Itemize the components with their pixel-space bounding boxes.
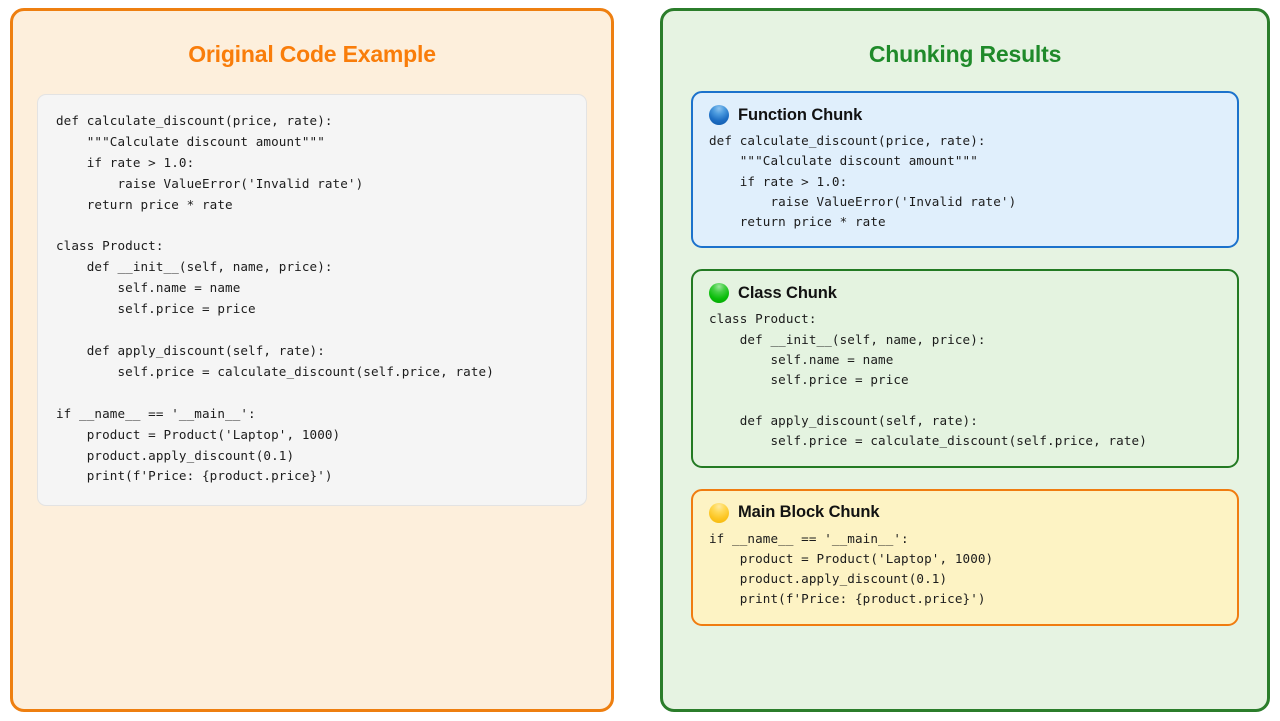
- chunking-results-panel: Chunking Results Function Chunk def calc…: [660, 8, 1270, 712]
- function-chunk-code: def calculate_discount(price, rate): """…: [709, 133, 1017, 230]
- green-circle-icon: [709, 283, 729, 304]
- function-chunk-title: Function Chunk: [738, 105, 863, 124]
- original-code-card: def calculate_discount(price, rate): """…: [37, 94, 587, 507]
- original-code-panel: Original Code Example def calculate_disc…: [10, 8, 614, 712]
- class-chunk-card: Class Chunk class Product: def __init__(…: [691, 269, 1239, 468]
- main-block-chunk-code: if __name__ == '__main__': product = Pro…: [709, 530, 994, 607]
- original-code-text: def calculate_discount(price, rate): """…: [56, 113, 494, 484]
- original-code-panel-title: Original Code Example: [188, 41, 436, 67]
- function-chunk-header: Function Chunk: [709, 105, 1221, 125]
- yellow-circle-icon: [709, 502, 729, 523]
- main-block-chunk-title: Main Block Chunk: [738, 503, 880, 522]
- class-chunk-code: class Product: def __init__(self, name, …: [709, 311, 1147, 449]
- main-block-chunk-card: Main Block Chunk if __name__ == '__main_…: [691, 488, 1239, 626]
- class-chunk-header: Class Chunk: [709, 283, 1221, 304]
- blue-circle-icon: [709, 105, 729, 125]
- class-chunk-title: Class Chunk: [738, 283, 837, 302]
- chunking-results-panel-title: Chunking Results: [868, 41, 1062, 67]
- function-chunk-card: Function Chunk def calculate_discount(pr…: [691, 91, 1239, 249]
- main-block-chunk-header: Main Block Chunk: [709, 502, 1221, 523]
